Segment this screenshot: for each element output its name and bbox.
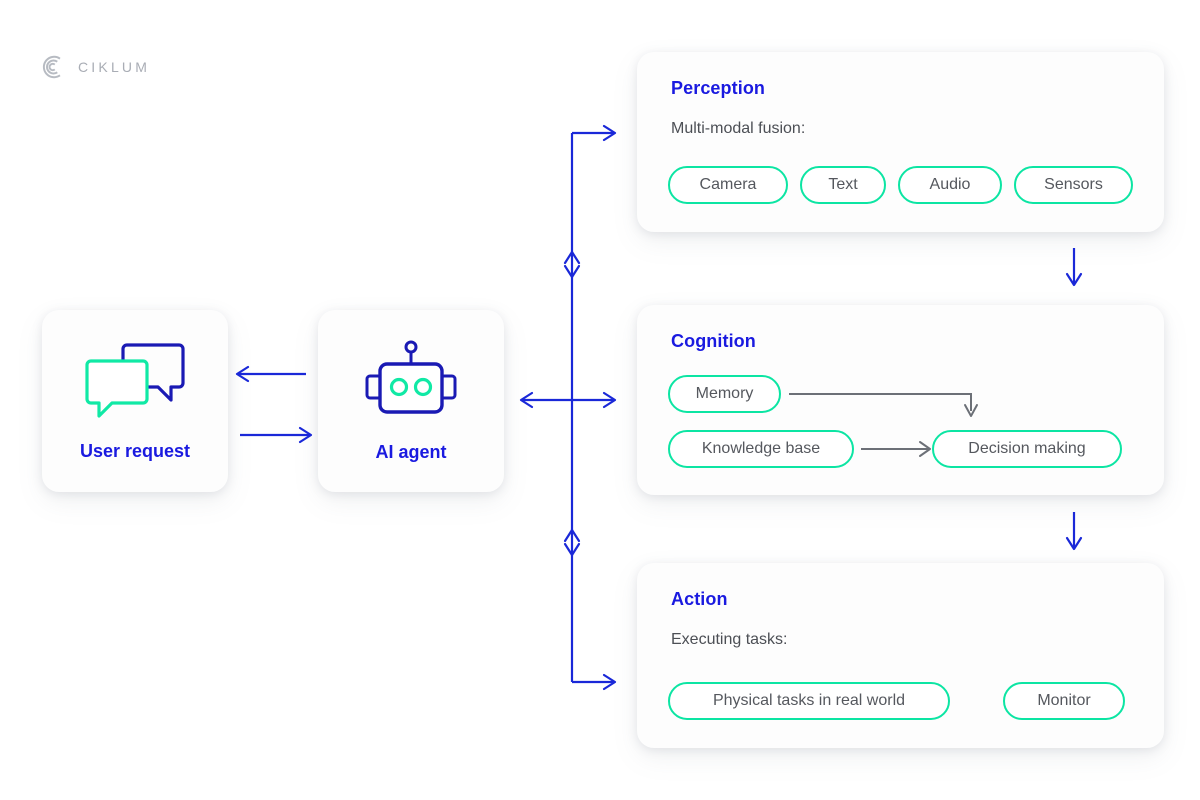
pill-monitor-label: Monitor xyxy=(1037,692,1091,709)
user-to-agent-arrowhead xyxy=(298,426,313,444)
action-subtitle: Executing tasks: xyxy=(671,631,788,648)
agent-to-user-arrowhead xyxy=(235,365,250,383)
spine-down-arrowhead-upper xyxy=(563,264,581,279)
pill-knowledge-base[interactable]: Knowledge base xyxy=(668,430,854,468)
perception-to-cognition-arrowhead xyxy=(1065,272,1083,287)
chat-bubbles-icon xyxy=(85,342,185,418)
action-panel[interactable]: Action Executing tasks: Physical tasks i… xyxy=(637,563,1164,748)
ciklum-c-mark-icon xyxy=(42,55,61,79)
pill-physical-tasks[interactable]: Physical tasks in real world xyxy=(668,682,950,720)
user-request-card[interactable]: User request xyxy=(42,310,228,492)
pill-memory[interactable]: Memory xyxy=(668,375,781,413)
brand-name: CIKLUM xyxy=(78,59,151,75)
pill-audio[interactable]: Audio xyxy=(898,166,1002,204)
cognition-to-action-arrowhead xyxy=(1065,536,1083,551)
pill-camera[interactable]: Camera xyxy=(668,166,788,204)
pill-monitor[interactable]: Monitor xyxy=(1003,682,1125,720)
user-request-label: User request xyxy=(79,440,191,461)
knowledge-base-to-decision-arrowhead xyxy=(919,441,931,457)
perception-panel[interactable]: Perception Multi-modal fusion: Camera Te… xyxy=(637,52,1164,232)
pill-camera-label: Camera xyxy=(699,176,757,193)
perception-heading: Perception xyxy=(671,78,766,98)
memory-to-decision-arrowhead xyxy=(964,404,978,417)
pill-physical-tasks-label: Physical tasks in real world xyxy=(712,692,906,709)
brand-logo: CIKLUM xyxy=(40,54,150,80)
pill-memory-label: Memory xyxy=(695,385,754,402)
spine-up-arrowhead-lower xyxy=(563,528,581,543)
ai-agent-label: AI agent xyxy=(375,441,447,462)
robot-head-icon xyxy=(365,340,457,414)
action-heading: Action xyxy=(671,589,728,609)
memory-to-decision-arrow xyxy=(789,393,972,411)
pill-sensors-label: Sensors xyxy=(1044,176,1103,193)
pill-decision-making[interactable]: Decision making xyxy=(932,430,1122,468)
pill-decision-making-label: Decision making xyxy=(968,440,1086,457)
spine-down-arrowhead-lower xyxy=(563,542,581,557)
pill-knowledge-base-label: Knowledge base xyxy=(701,440,821,457)
spine-to-cognition-arrowhead xyxy=(602,391,617,409)
ai-agent-card[interactable]: AI agent xyxy=(318,310,504,492)
spine-to-action-arrowhead xyxy=(602,673,617,691)
cognition-heading: Cognition xyxy=(671,331,756,351)
pill-text[interactable]: Text xyxy=(800,166,886,204)
perception-subtitle: Multi-modal fusion: xyxy=(671,120,806,137)
cognition-panel[interactable]: Cognition Memory Knowledge base Decision… xyxy=(637,305,1164,495)
spine-to-perception-arrowhead xyxy=(602,124,617,142)
pill-audio-label: Audio xyxy=(929,176,971,193)
cognition-internal-wires xyxy=(789,393,978,457)
pill-text-label: Text xyxy=(828,176,858,193)
spine-to-agent-arrowhead xyxy=(519,391,534,409)
spine-up-arrowhead-upper xyxy=(563,250,581,265)
pill-sensors[interactable]: Sensors xyxy=(1014,166,1133,204)
